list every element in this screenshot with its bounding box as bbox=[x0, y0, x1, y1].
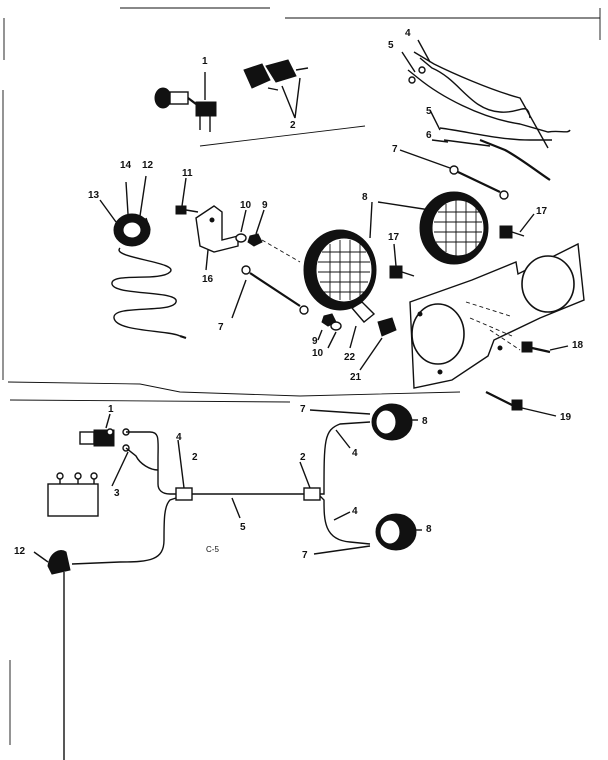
label-19: 19 bbox=[560, 412, 572, 423]
label-1-top: 1 bbox=[202, 56, 208, 67]
label-12-top: 12 bbox=[142, 160, 154, 171]
label-11: 11 bbox=[182, 168, 193, 179]
label-18: 18 bbox=[572, 340, 584, 351]
label-12-sch: 12 bbox=[14, 546, 26, 557]
schematic-tail-lamp bbox=[33, 550, 71, 575]
tail-lamp-part bbox=[99, 175, 187, 340]
bolt-part-18 bbox=[521, 341, 569, 354]
label-4-sch-lower: 4 bbox=[352, 506, 358, 517]
cut-line bbox=[199, 125, 366, 147]
section-divider-2 bbox=[9, 399, 291, 403]
ground-wire-lower bbox=[231, 265, 309, 319]
label-22: 22 bbox=[344, 352, 356, 363]
work-lamp-right bbox=[369, 191, 489, 265]
label-9-lower: 9 bbox=[312, 336, 318, 347]
switch-part bbox=[154, 72, 217, 132]
label-2-top: 2 bbox=[290, 120, 296, 131]
label-5-sch: 5 bbox=[240, 522, 246, 533]
mounting-bracket-part bbox=[195, 205, 239, 271]
label-9-top: 9 bbox=[262, 200, 268, 211]
bolt-part-11 bbox=[175, 177, 199, 215]
label-17-lower: 17 bbox=[388, 232, 400, 243]
label-4-sch-left: 4 bbox=[176, 432, 182, 443]
label-4-top: 4 bbox=[405, 28, 411, 39]
scan-border-lines bbox=[2, 7, 601, 745]
label-13: 13 bbox=[88, 190, 100, 201]
label-5-top: 5 bbox=[388, 40, 394, 51]
label-2-sch-left: 2 bbox=[192, 452, 198, 463]
label-2-sch-right: 2 bbox=[300, 452, 306, 463]
label-8-sch-lower: 8 bbox=[426, 524, 432, 535]
label-6-top: 6 bbox=[426, 130, 432, 141]
label-16: 16 bbox=[202, 274, 214, 285]
label-14: 14 bbox=[120, 160, 132, 171]
label-7-top: 7 bbox=[392, 144, 398, 155]
label-7-left: 7 bbox=[218, 322, 224, 333]
schematic-lamp-lower bbox=[313, 511, 422, 555]
bolt-part-17-upper bbox=[499, 213, 535, 239]
schematic-battery bbox=[47, 451, 129, 517]
label-10-lower: 10 bbox=[312, 348, 324, 359]
label-7-sch-lower: 7 bbox=[302, 550, 308, 561]
lamp-mounting-plate bbox=[409, 242, 585, 389]
label-10-top: 10 bbox=[240, 200, 252, 211]
label-8-top: 8 bbox=[362, 192, 368, 203]
schematic-code: C-5 bbox=[206, 545, 219, 554]
connector-parts bbox=[243, 59, 309, 119]
label-5-mid: 5 bbox=[426, 106, 432, 117]
label-3-sch: 3 bbox=[114, 488, 120, 499]
label-4-sch-upper: 4 bbox=[352, 448, 358, 459]
callout-labels: 1 2 5 4 5 6 7 14 12 13 11 10 9 8 17 17 1… bbox=[14, 28, 584, 561]
section-divider bbox=[7, 381, 461, 397]
label-1-sch: 1 bbox=[108, 404, 114, 415]
schematic-wiring bbox=[63, 421, 371, 760]
label-17-upper: 17 bbox=[536, 206, 548, 217]
work-lamp-left bbox=[303, 229, 377, 311]
schematic-switch bbox=[79, 413, 130, 452]
ground-wire-part bbox=[399, 149, 509, 200]
washer-nut-parts bbox=[235, 209, 301, 263]
wire-harness-parts bbox=[401, 39, 571, 181]
bolt-part-19 bbox=[485, 391, 557, 417]
schematic-lamp-upper bbox=[309, 403, 418, 449]
clip-part-22 bbox=[349, 301, 376, 349]
label-7-sch-upper: 7 bbox=[300, 404, 306, 415]
nut-washer-lower bbox=[317, 313, 342, 349]
clip-part-21 bbox=[359, 317, 397, 371]
bolt-part-17-lower bbox=[389, 243, 415, 279]
label-8-sch-upper: 8 bbox=[422, 416, 428, 427]
label-21: 21 bbox=[350, 372, 362, 383]
